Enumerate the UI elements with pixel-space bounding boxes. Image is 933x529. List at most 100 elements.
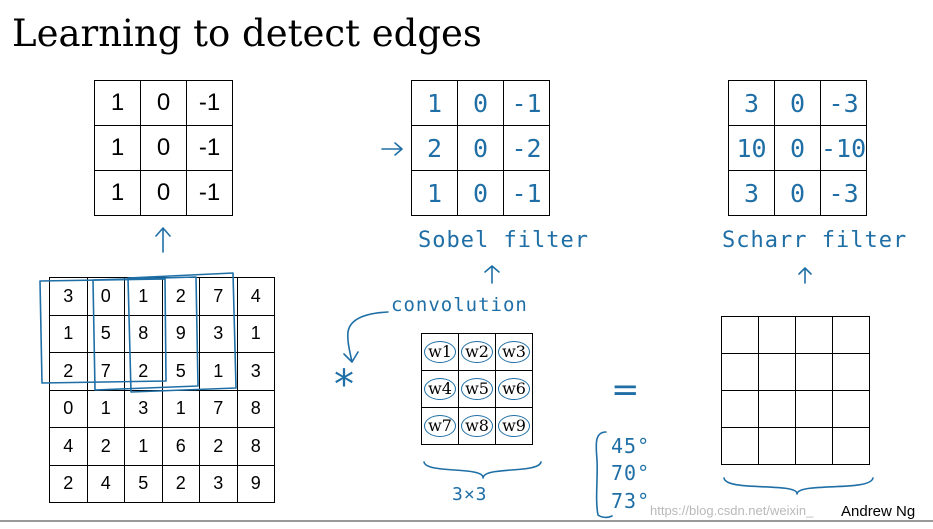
scharr-cell: 0 [774,170,821,216]
up-arrow-icon [155,227,171,253]
weight-cell: w8 [458,407,496,445]
input-cell: 1 [199,352,238,391]
weight-cell: w5 [458,370,496,408]
input-cell: 7 [86,352,125,391]
scharr-cell: 3 [728,80,775,126]
scharr-cell: -3 [819,80,868,126]
weight-label: w4 [424,378,456,400]
watermark: https://blog.csdn.net/weixin_ [650,503,814,518]
scharr-cell: -10 [819,125,868,171]
sobel-cell: 1 [411,170,458,216]
input-cell: 1 [86,389,125,428]
input-cell: 1 [236,314,275,353]
weight-label: w3 [498,341,530,363]
filter-cell: 1 [94,125,141,171]
output-cell [721,390,759,428]
weight-cell: w7 [421,407,459,445]
sobel-cell: 0 [457,170,504,216]
filter-cell: 0 [140,125,187,171]
input-cell: 2 [124,352,163,391]
brace-icon [723,477,874,495]
filter-cell: 0 [140,170,187,216]
output-cell [758,316,796,354]
bracket-icon [595,431,613,519]
convolution-operator: * [334,362,354,408]
input-cell: 7 [199,277,238,316]
weight-label: w6 [498,378,530,400]
angle-label: 73° [611,489,651,513]
input-cell: 9 [236,464,275,503]
filter-cell: 0 [140,80,187,126]
input-cell: 4 [49,427,88,466]
output-cell [832,353,870,391]
output-cell [721,353,759,391]
convolution-arrow-icon [343,311,389,363]
input-cell: 3 [49,277,88,316]
input-cell: 5 [161,352,200,391]
input-cell: 2 [199,427,238,466]
scharr-cell: 0 [774,80,821,126]
input-cell: 3 [236,352,275,391]
slide-title: Learning to detect edges [12,12,482,55]
output-cell [795,390,833,428]
output-cell [832,316,870,354]
output-cell [758,390,796,428]
filter-cell: -1 [186,170,233,216]
input-cell: 5 [124,464,163,503]
author-credit: Andrew Ng [841,503,916,520]
vertical-filter-grid: 1 0 -1 1 0 -1 1 0 -1 [94,80,233,216]
input-cell: 2 [49,352,88,391]
input-image-grid: 3 0 1 2 7 4 1 5 8 9 3 1 2 7 2 5 1 3 0 1 … [49,277,275,503]
angle-label: 70° [611,461,651,485]
input-cell: 3 [199,314,238,353]
sobel-cell: 0 [457,80,504,126]
input-cell: 4 [236,277,275,316]
output-cell [721,427,759,465]
input-cell: 0 [49,389,88,428]
input-cell: 6 [161,427,200,466]
scharr-filter-grid: 3 0 -3 10 0 -10 3 0 -3 [728,80,868,216]
input-cell: 2 [86,427,125,466]
input-cell: 8 [236,389,275,428]
output-cell [795,427,833,465]
output-cell [795,353,833,391]
sobel-filter-grid: 1 0 -1 2 0 -2 1 0 -1 [411,80,550,216]
input-cell: 3 [124,389,163,428]
filter-cell: -1 [186,125,233,171]
input-cell: 1 [49,314,88,353]
sobel-cell: -1 [503,170,550,216]
output-cell [758,353,796,391]
input-cell: 5 [86,314,125,353]
input-cell: 7 [199,389,238,428]
input-cell: 8 [124,314,163,353]
output-grid [721,316,870,465]
right-arrow-icon [381,142,403,156]
output-cell [832,390,870,428]
angle-label: 45° [611,434,651,458]
input-cell: 3 [199,464,238,503]
filter-size-label: 3×3 [452,484,488,505]
input-cell: 9 [161,314,200,353]
sobel-cell: -1 [503,80,550,126]
sobel-cell: 0 [457,125,504,171]
input-cell: 1 [124,277,163,316]
weights-grid: w1 w2 w3 w4 w5 w6 w7 w8 w9 [421,333,533,445]
up-arrow-icon [484,265,500,284]
scharr-cell: 10 [728,125,775,171]
brace-icon [423,461,542,479]
weight-label: w8 [461,415,493,437]
input-cell: 1 [124,427,163,466]
weight-label: w2 [461,341,493,363]
sobel-cell: 1 [411,80,458,126]
filter-cell: -1 [186,80,233,126]
output-cell [832,427,870,465]
input-cell: 8 [236,427,275,466]
weight-cell: w3 [495,333,533,371]
scharr-cell: -3 [819,170,868,216]
sobel-filter-label: Sobel filter [418,228,589,253]
input-cell: 4 [86,464,125,503]
filter-cell: 1 [94,80,141,126]
input-cell: 2 [161,277,200,316]
equals-sign: = [611,370,640,410]
weight-cell: w1 [421,333,459,371]
